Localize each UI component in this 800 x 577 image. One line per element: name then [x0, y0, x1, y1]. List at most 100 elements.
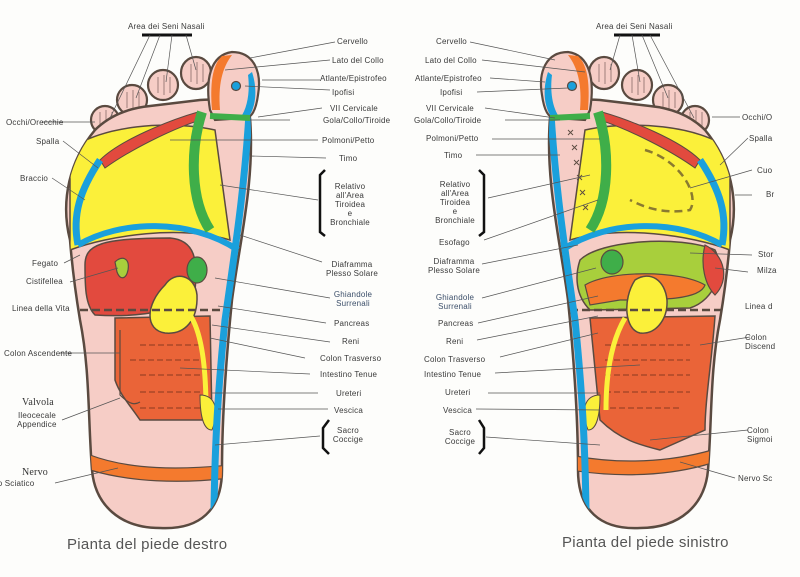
- label-esofago-left: Esofago: [439, 238, 470, 247]
- label-nervo-line1: Nervo: [22, 467, 48, 478]
- label-pancreas-left: Pancreas: [438, 319, 474, 328]
- right-thyroid-band: [188, 110, 215, 233]
- label-ghiandole-line1: Ghiandole: [333, 290, 373, 299]
- label-linea-vita-right: Linea della Vita: [12, 304, 70, 313]
- label-relativo-left-line5: Bronchiale: [435, 216, 475, 225]
- label-colon-sigm-line1: Colon: [747, 426, 769, 435]
- label-relativo-line2: all'Area: [335, 191, 365, 200]
- label-linea-vita-left: Linea d: [745, 302, 773, 311]
- left-diaphragm-blue: [560, 223, 724, 253]
- label-colon-sigm-line2: Sigmoi: [747, 435, 773, 444]
- label-lato-collo-right: Lato del Collo: [332, 56, 384, 65]
- label-occhi-right: Occhi/Orecchie: [6, 118, 64, 127]
- label-sacro-right: Sacro Coccige: [330, 426, 366, 444]
- label-ghiandole-left-line1: Ghiandole: [435, 293, 475, 302]
- label-ghiandole-left-line2: Surrenali: [438, 302, 472, 311]
- left-spine-zone: [549, 94, 590, 511]
- left-colon-zone: [589, 315, 716, 451]
- label-colon-disc-line2: Discend: [745, 342, 776, 351]
- label-spalla-right: Spalla: [36, 137, 60, 146]
- left-pituitary-zone: [566, 80, 578, 92]
- left-neck-band: [549, 113, 591, 121]
- label-valvola-line2: Ileocecale: [18, 411, 57, 420]
- left-neck-side-zone: [568, 55, 589, 110]
- label-milza-left: Milza: [757, 266, 777, 275]
- label-polmoni-right: Polmoni/Petto: [322, 136, 375, 145]
- label-stomaco-left: Stor: [758, 250, 774, 259]
- label-vescica-right: Vescica: [334, 406, 363, 415]
- right-gallbladder-zone: [114, 257, 129, 279]
- label-vescica-left: Vescica: [443, 406, 472, 415]
- label-valvola-line3: Appendice: [17, 420, 57, 429]
- left-leader-lines: [469, 33, 753, 479]
- label-relativo-left-line1: Relativo: [439, 180, 471, 189]
- label-colon-trasverso-left: Colon Trasverso: [424, 355, 486, 364]
- label-fegato-right: Fegato: [32, 259, 59, 268]
- right-atlas-zone: [240, 72, 256, 120]
- label-sacro-left-line2: Coccige: [444, 437, 476, 446]
- label-timo-right: Timo: [339, 154, 358, 163]
- label-diaframma-left: Diaframma Plesso Solare: [426, 257, 482, 275]
- label-sacro-left-line1: Sacro: [449, 428, 471, 437]
- label-relativo-line1: Relativo: [334, 182, 366, 191]
- label-ipofisi-right: Ipofisi: [332, 88, 355, 97]
- label-ureteri-left: Ureteri: [445, 388, 471, 397]
- right-neck-band: [209, 113, 251, 121]
- label-cuore-left: Cuo: [757, 166, 773, 175]
- label-timo-left: Timo: [444, 151, 463, 160]
- label-ghiandole-line2: Surrenali: [336, 299, 370, 308]
- label-colon-ascendente: Colon Ascendente: [4, 349, 73, 358]
- label-gola-left: Gola/Collo/Tiroide: [414, 116, 482, 125]
- label-colon-disc-line1: Colon: [745, 333, 767, 342]
- label-relativo-line4: e: [347, 209, 353, 218]
- label-diaframma-line1: Diaframma: [331, 260, 373, 269]
- left-heart-dashed: [629, 148, 694, 213]
- right-shoulder-blue: [72, 158, 103, 246]
- right-neck-side-zone: [211, 55, 232, 110]
- label-seni-nasali-right: Area dei Seni Nasali: [128, 22, 205, 31]
- left-foot: [540, 50, 736, 530]
- right-adrenal-zone: [186, 256, 208, 284]
- left-shoulder-blue: [697, 158, 728, 246]
- label-intestino-left: Intestino Tenue: [424, 370, 482, 379]
- label-atlante-right: Atlante/Epistrofeo: [320, 74, 387, 83]
- label-pancreas-right: Pancreas: [334, 319, 370, 328]
- label-sacro-line2: Coccige: [332, 435, 364, 444]
- caption-left-foot: Pianta del piede sinistro: [562, 534, 729, 551]
- right-brackets: [318, 169, 330, 455]
- right-pituitary-zone: [230, 80, 242, 92]
- label-vii-cervicale-left: VII Cervicale: [426, 104, 474, 113]
- label-diaframma-left-line2: Plesso Solare: [428, 266, 480, 275]
- left-toe-hatching: [598, 62, 703, 127]
- label-sacro-line1: Sacro: [337, 426, 359, 435]
- label-diaframma-left-line1: Diaframma: [433, 257, 475, 266]
- label-gola-right: Gola/Collo/Tiroide: [323, 116, 391, 125]
- label-polmoni-left: Polmoni/Petto: [426, 134, 479, 143]
- left-spleen-zone: [702, 244, 725, 296]
- left-brackets: [477, 169, 486, 455]
- right-diaphragm-blue: [76, 223, 240, 253]
- label-diaframma-line2: Plesso Solare: [326, 269, 378, 278]
- left-ureter-zone: [603, 316, 628, 411]
- label-diaframma-right: Diaframma Plesso Solare: [322, 260, 382, 278]
- label-atlante-left: Atlante/Epistrofeo: [415, 74, 482, 83]
- label-cervello-right: Cervello: [337, 37, 368, 46]
- label-sacro-left: Sacro Coccige: [442, 428, 478, 446]
- label-cervello-left: Cervello: [436, 37, 467, 46]
- label-seni-nasali-left: Area dei Seni Nasali: [596, 22, 673, 31]
- label-valvola-line1: Valvola: [22, 397, 54, 408]
- label-ghiandole-right: Ghiandole Surrenali: [328, 290, 378, 308]
- label-occhi-left: Occhi/O: [742, 113, 773, 122]
- label-nervo-sciatico-right: Nervo Sciatico: [0, 479, 35, 488]
- label-relativo-left-line3: Tiroidea: [439, 198, 471, 207]
- label-cistifellea-right: Cistifellea: [26, 277, 63, 286]
- caption-right-foot: Pianta del piede destro: [67, 536, 228, 553]
- label-ipofisi-left: Ipofisi: [440, 88, 463, 97]
- label-relativo-left-line2: all'Area: [440, 189, 470, 198]
- label-colon-sigm-left: Colon Sigmoi: [747, 426, 773, 444]
- label-ghiandole-left: Ghiandole Surrenali: [432, 293, 478, 311]
- left-atlas-zone: [544, 72, 560, 120]
- left-adrenal-zone: [600, 249, 624, 275]
- left-kidney-zone: [626, 275, 668, 334]
- left-bladder-zone: [583, 394, 601, 431]
